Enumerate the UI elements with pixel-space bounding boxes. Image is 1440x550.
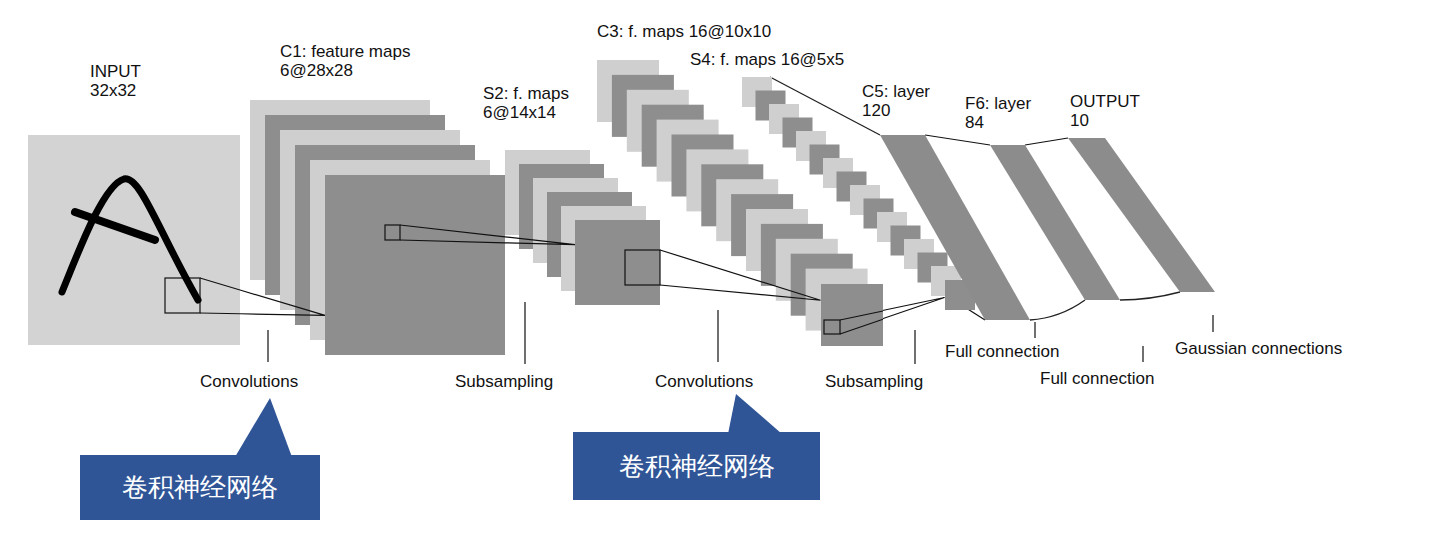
layer-connection	[660, 250, 821, 300]
layer-heading: INPUT 32x32	[90, 62, 160, 100]
callout-text: 卷积神经网络	[619, 449, 775, 484]
receptive-field	[575, 220, 660, 305]
layer-connection	[925, 135, 990, 145]
operation-label: Full connection	[1040, 369, 1154, 389]
layer-connection	[1025, 138, 1068, 145]
feature-map: C1: feature maps 6@28x28	[325, 175, 505, 355]
layer-band-shape	[1068, 138, 1215, 292]
operation-label: Gaussian connections	[1175, 339, 1342, 359]
receptive-field	[821, 284, 883, 346]
layer-heading: C3: f. maps 16@10x10	[597, 22, 771, 41]
layer-heading: OUTPUT 10	[1070, 92, 1148, 130]
callout-box: 卷积神经网络	[573, 432, 820, 500]
operation-label: Subsampling	[825, 372, 923, 392]
callout-text: 卷积神经网络	[122, 470, 278, 505]
receptive-field	[325, 175, 505, 355]
feature-map: S2: f. maps 6@14x14	[575, 220, 660, 305]
layer-heading: F6: layer 84	[965, 94, 1045, 132]
layer-band: OUTPUT 10	[1068, 138, 1215, 292]
receptive-field	[28, 135, 240, 345]
operation-label: Convolutions	[200, 372, 298, 392]
callout-box: 卷积神经网络	[80, 455, 320, 520]
operation-label: Subsampling	[455, 372, 553, 392]
layer-heading: S2: f. maps 6@14x14	[483, 84, 593, 122]
layer-connection	[505, 237, 575, 245]
handwritten-letter	[28, 135, 240, 345]
operation-label: Convolutions	[655, 372, 753, 392]
operation-label: Full connection	[945, 342, 1059, 362]
feature-map: C3: f. maps 16@10x10	[821, 284, 883, 346]
layer-heading: S4: f. maps 16@5x5	[690, 50, 844, 69]
layer-heading: C1: feature maps 6@28x28	[280, 42, 430, 80]
layer-connection	[883, 298, 945, 319]
input-image: INPUT 32x32	[28, 135, 240, 345]
layer-heading: C5: layer 120	[862, 82, 942, 120]
layer-connection	[240, 290, 325, 315]
